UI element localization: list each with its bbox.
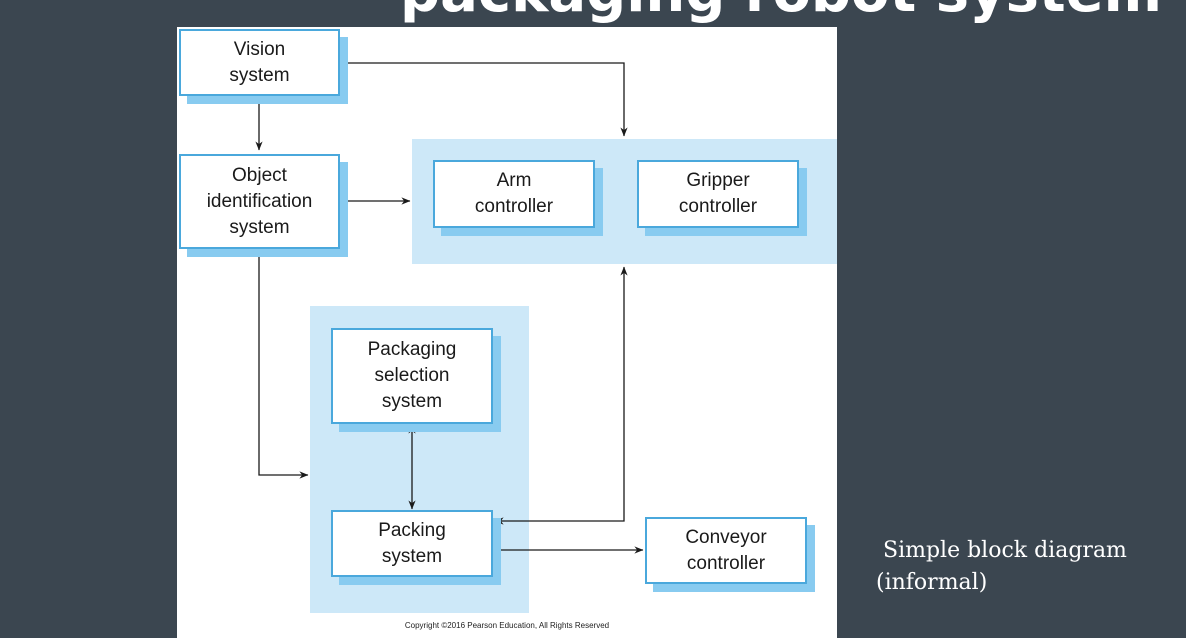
connection-arrows bbox=[255, 62, 644, 554]
diagram-caption: Simple block diagram (informal) bbox=[876, 535, 1127, 599]
conveyor-controller-block: Conveyor controller bbox=[645, 517, 807, 584]
arm-controller-block: Arm controller bbox=[433, 160, 595, 228]
caption-line-1: Simple block diagram bbox=[876, 538, 1127, 563]
diagram-panel: Vision system Object identification syst… bbox=[177, 27, 837, 638]
object-identification-block: Object identification system bbox=[179, 154, 340, 249]
packing-system-block: Packing system bbox=[331, 510, 493, 577]
vision-system-block: Vision system bbox=[179, 29, 340, 96]
caption-line-2: (informal) bbox=[876, 570, 988, 595]
arrow-vision-to-controllers bbox=[340, 62, 628, 137]
arrow-object-id-to-packing-group bbox=[258, 250, 309, 479]
slide-title: packaging robot system bbox=[400, 0, 1162, 28]
copyright-notice: Copyright ©2016 Pearson Education, All R… bbox=[404, 621, 610, 630]
packaging-selection-block: Packaging selection system bbox=[331, 328, 493, 424]
gripper-controller-block: Gripper controller bbox=[637, 160, 799, 228]
arrow-controllers-packing bbox=[494, 266, 628, 525]
